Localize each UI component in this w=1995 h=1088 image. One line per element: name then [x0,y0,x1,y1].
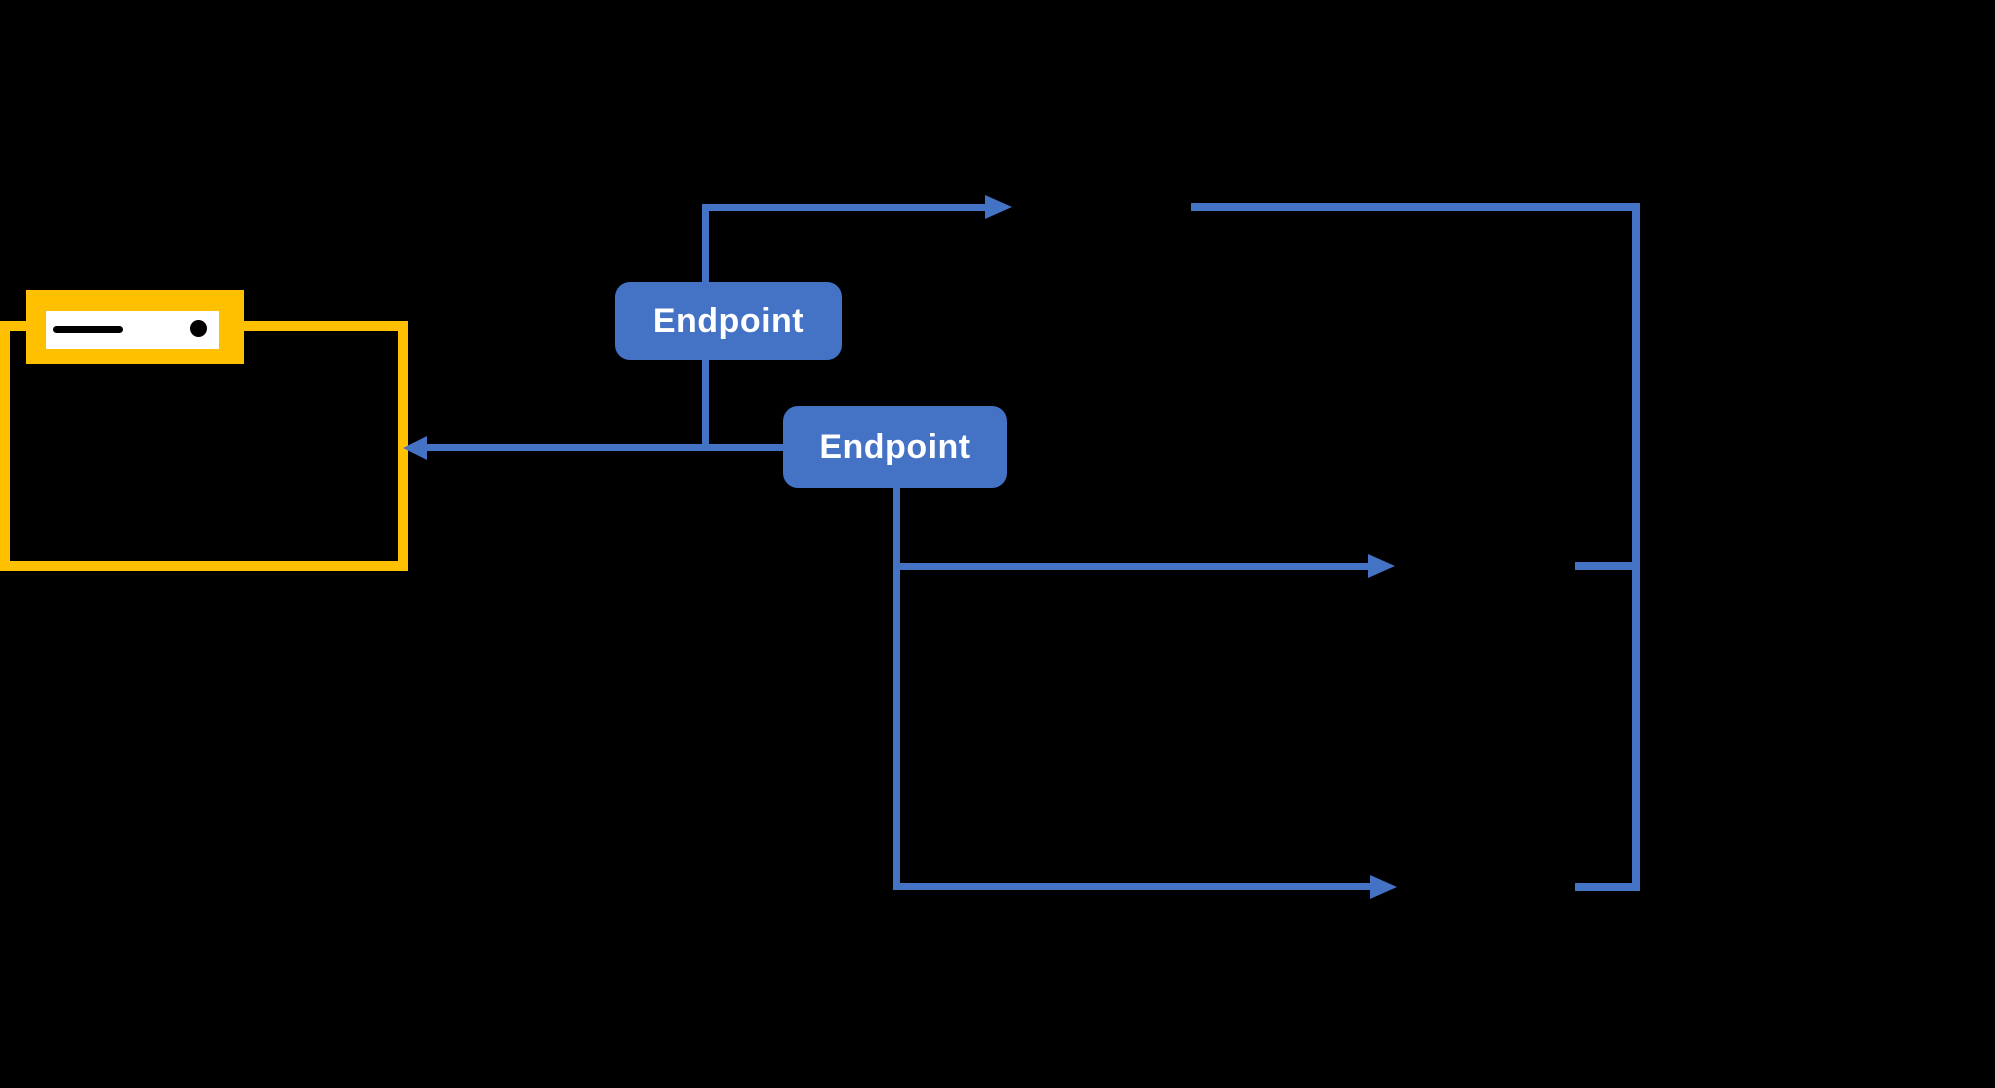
address-text-line [53,326,123,333]
connector-branch-bottom [893,883,1370,890]
browser-address-bar [46,311,219,349]
connector-to-browser [427,444,783,451]
endpoint-node-top: Endpoint [615,282,842,360]
bracket-top-line [1191,203,1640,211]
bracket-vertical-line [1632,203,1640,891]
connector-endpoint-top-right [702,204,985,211]
address-dot [190,320,207,337]
connector-endpoint-bottom-down [893,488,900,890]
arrowhead-right-icon [1370,875,1397,899]
bracket-middle-tick [1575,562,1632,570]
connector-branch-middle [893,563,1368,570]
endpoint-bottom-label: Endpoint [819,427,971,466]
arrowhead-right-icon [985,195,1012,219]
connector-endpoint-top-up [702,204,709,282]
connector-endpoint-top-down [702,360,709,451]
endpoint-node-bottom: Endpoint [783,406,1007,488]
arrowhead-right-icon [1368,554,1395,578]
bracket-bottom-tick [1575,883,1632,891]
arrowhead-left-icon [403,436,427,460]
endpoint-top-label: Endpoint [652,301,805,340]
